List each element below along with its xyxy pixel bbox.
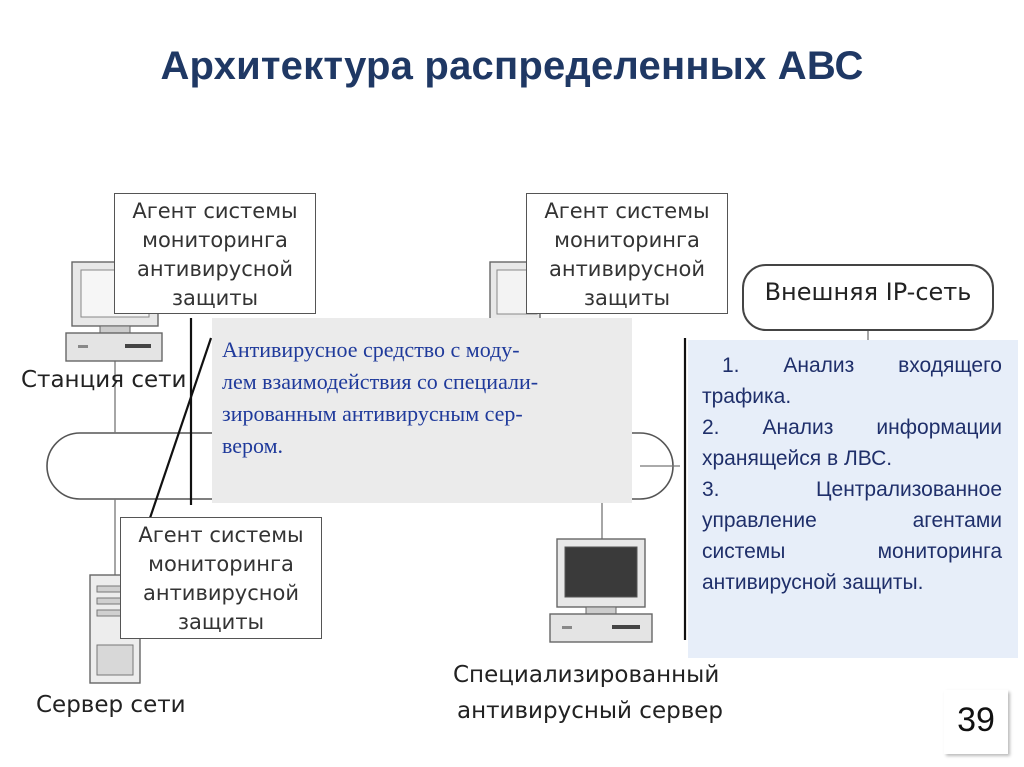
list-item-1: 1. Анализ входящего: [722, 354, 1002, 377]
list-item-1-cont: трафика.: [702, 385, 792, 408]
server-label: Сервер сети: [36, 692, 186, 718]
list-item-3-cont-a: управление агентами: [702, 509, 1002, 532]
station-label: Станция сети: [21, 367, 187, 393]
antivirus-module-note: Антивирусное средство с моду- лем взаимо…: [212, 318, 632, 503]
list-item-2-cont: хранящейся в ЛВС.: [702, 447, 893, 470]
special-server-label-line2: антивирусный сервер: [457, 698, 723, 724]
special-server-label-line1: Специализированный: [453, 662, 720, 688]
page-number: 39: [944, 690, 1008, 754]
callout-line-server: [148, 337, 213, 519]
list-item-3-cont-c: антивирусной защиты.: [702, 571, 924, 594]
list-item-3: 3. Централизованное: [702, 478, 1002, 501]
special-server-computer-icon: [549, 538, 653, 643]
list-item-2: 2. Анализ информации: [702, 416, 1002, 439]
network-bus: [46, 432, 674, 500]
external-ip-network: Внешняя IP-сеть: [742, 264, 994, 331]
functions-list: 1. Анализ входящего трафика. 2. Анализ и…: [688, 340, 1018, 658]
slide-title: Архитектура распределенных АВС: [160, 44, 864, 88]
list-item-3-cont-b: системы мониторинга: [702, 540, 1002, 563]
